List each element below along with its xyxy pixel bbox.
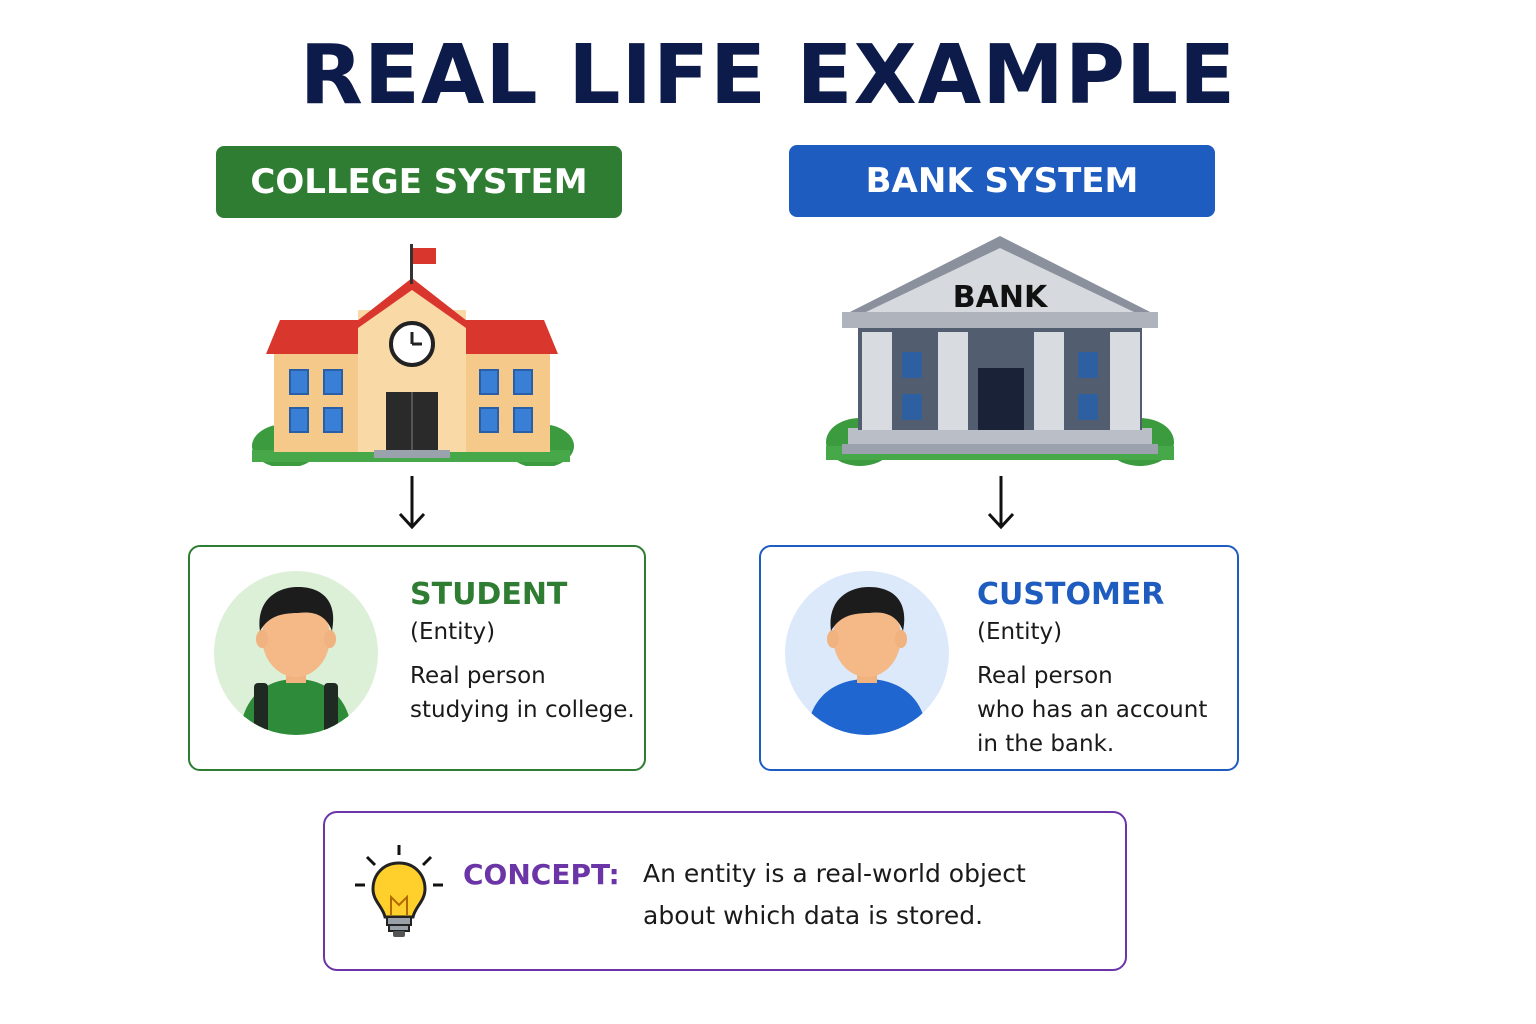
page-title: REAL LIFE EXAMPLE (299, 28, 1237, 123)
entity-type: (Entity) (410, 619, 496, 645)
student-entity-card: STUDENT (Entity) Real person studying in… (188, 545, 646, 771)
bank-building-icon: BANK (822, 232, 1178, 466)
customer-entity-card: CUSTOMER (Entity) Real person who has an… (759, 545, 1239, 771)
concept-text: An entity is a real-world object about w… (643, 853, 1103, 937)
entity-name: CUSTOMER (977, 577, 1165, 612)
down-arrow-icon (981, 472, 1021, 532)
concept-line: An entity is a real-world object (643, 859, 1026, 888)
college-system-label: COLLEGE SYSTEM (250, 162, 588, 202)
entity-type: (Entity) (977, 619, 1063, 645)
bank-sign: BANK (952, 280, 1048, 315)
description-line: who has an account (977, 697, 1208, 723)
concept-line: about which data is stored. (643, 901, 984, 930)
concept-label: CONCEPT: (463, 858, 620, 891)
college-system-header: COLLEGE SYSTEM (216, 146, 622, 218)
student-avatar-icon (214, 571, 378, 735)
college-building-icon (250, 240, 574, 468)
bank-system-label: BANK SYSTEM (865, 161, 1139, 201)
concept-box: CONCEPT: An entity is a real-world objec… (323, 811, 1127, 971)
description-line: studying in college. (410, 697, 635, 723)
entity-description: Real person studying in college. (410, 659, 635, 727)
down-arrow-icon (392, 472, 432, 532)
entity-description: Real person who has an account in the ba… (977, 659, 1207, 761)
description-line: Real person (410, 663, 546, 689)
description-line: Real person (977, 663, 1113, 689)
entity-name: STUDENT (410, 577, 568, 612)
description-line: in the bank. (977, 731, 1115, 757)
lightbulb-icon (353, 843, 445, 943)
customer-avatar-icon (785, 571, 949, 735)
bank-system-header: BANK SYSTEM (789, 145, 1215, 217)
